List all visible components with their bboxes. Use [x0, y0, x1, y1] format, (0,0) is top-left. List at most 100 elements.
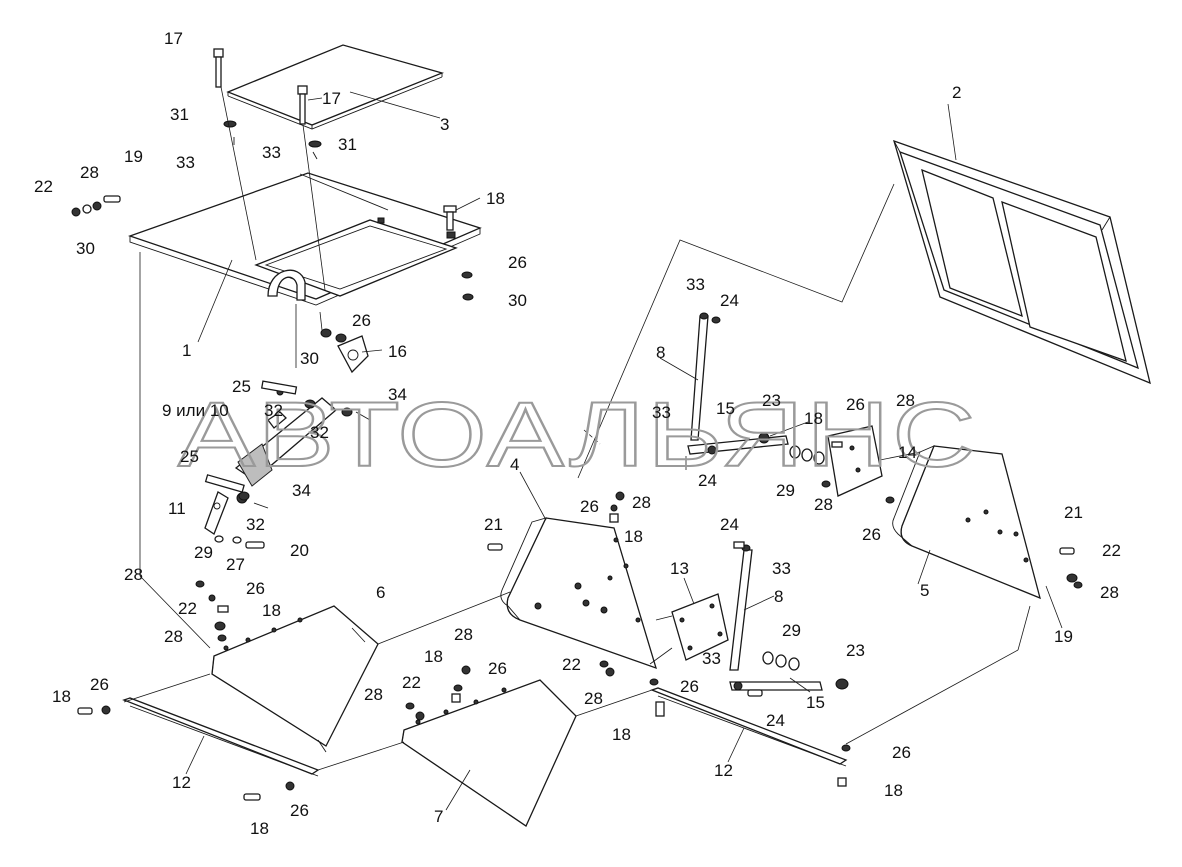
callout-label: 7 — [434, 807, 443, 826]
washer-27 — [232, 536, 242, 544]
washer-29-strut — [214, 535, 224, 543]
callout-label: 18 — [486, 189, 505, 208]
callout-label: 25 — [232, 377, 251, 396]
part-2-window-frame — [893, 139, 1151, 385]
callout-label: 28 — [896, 391, 915, 410]
callout-label: 28 — [80, 163, 99, 182]
part-5-right-panel — [892, 445, 1041, 600]
callout-label: 12 — [172, 773, 191, 792]
callout-label: 28 — [1100, 583, 1119, 602]
callout-label: 31 — [170, 105, 189, 124]
callout-label: 27 — [226, 555, 245, 574]
washer-31-left — [223, 120, 237, 128]
callout-label: 26 — [680, 677, 699, 696]
callout-label: 30 — [508, 291, 527, 310]
callout-label: 22 — [562, 655, 581, 674]
part-1-roof-panel — [128, 172, 482, 306]
callout-label: 33 — [702, 649, 721, 668]
callout-label: 28 — [584, 689, 603, 708]
part-12-right-strip — [650, 687, 848, 767]
callout-label: 30 — [76, 239, 95, 258]
watermark: АВТОАЛЬЯНС — [178, 384, 978, 486]
callout-label: 24 — [698, 471, 717, 490]
callout-label: 1 — [182, 341, 191, 360]
callout-label: 26 — [290, 801, 309, 820]
callout-label: 26 — [892, 743, 911, 762]
fastener-stack-left-roof — [71, 195, 121, 217]
callout-label: 26 — [90, 675, 109, 694]
callout-label: 9 или 10 — [162, 401, 229, 420]
pin-34-lower — [253, 502, 269, 509]
washers-29-lower — [762, 651, 800, 671]
callout-label: 28 — [454, 625, 473, 644]
nut-32-upper — [304, 399, 353, 417]
callout-label: 26 — [488, 659, 507, 678]
callout-label: 32 — [246, 515, 265, 534]
callout-label: 33 — [262, 143, 281, 162]
callout-label: 17 — [164, 29, 183, 48]
callout-label: 18 — [424, 647, 443, 666]
part-4-center-panel — [500, 517, 657, 670]
callout-label: 3 — [440, 115, 449, 134]
callout-label: 2 — [952, 83, 961, 102]
callout-label: 15 — [806, 693, 825, 712]
callout-label: 32 — [264, 401, 283, 420]
fasteners-lower-area — [77, 491, 851, 801]
callout-label: 23 — [762, 391, 781, 410]
callout-label: 33 — [686, 275, 705, 294]
bolt-17-center — [297, 85, 308, 125]
callout-label: 11 — [168, 499, 186, 518]
callout-label: 24 — [720, 291, 739, 310]
callout-label: 28 — [164, 627, 183, 646]
callout-label: 18 — [52, 687, 71, 706]
fasteners-21-22-28-right — [1059, 547, 1083, 589]
callout-label: 6 — [376, 583, 385, 602]
callout-label: 18 — [804, 409, 823, 428]
callout-label: 18 — [624, 527, 643, 546]
callout-label: 22 — [402, 673, 421, 692]
callout-label: 29 — [782, 621, 801, 640]
nut-23-lower — [835, 678, 849, 690]
callout-label: 30 — [300, 349, 319, 368]
callout-label: 19 — [124, 147, 143, 166]
callout-label: 28 — [364, 685, 383, 704]
callout-label: 16 — [388, 342, 407, 361]
callout-label: 22 — [1102, 541, 1121, 560]
callout-label: 15 — [716, 399, 735, 418]
callout-label: 18 — [250, 819, 269, 838]
callout-label: 12 — [714, 761, 733, 780]
callout-label: 26 — [508, 253, 527, 272]
callout-label: 24 — [766, 711, 785, 730]
callout-label: 22 — [178, 599, 197, 618]
callout-label: 22 — [34, 177, 53, 196]
callout-label: 5 — [920, 581, 929, 600]
callout-label: 26 — [862, 525, 881, 544]
washers-26-30-roof-center — [320, 328, 347, 343]
callout-label: 34 — [292, 481, 311, 500]
bolt-20 — [245, 541, 265, 549]
callout-label: 18 — [612, 725, 631, 744]
callout-label: 17 — [322, 89, 341, 108]
part-15-upper-link — [687, 432, 789, 455]
washers-29-upper — [789, 445, 825, 465]
callout-label: 32 — [310, 423, 329, 442]
bolt-17-left — [213, 48, 224, 88]
callout-label: 26 — [580, 497, 599, 516]
washers-26-30-roof-right — [461, 271, 474, 301]
part-11-bracket — [204, 491, 229, 535]
part-16-plate — [337, 335, 369, 374]
callout-label: 28 — [632, 493, 651, 512]
callout-label: 28 — [124, 565, 143, 584]
callout-label: 8 — [656, 343, 665, 362]
callout-label: 23 — [846, 641, 865, 660]
callout-label: 21 — [1064, 503, 1083, 522]
washer-31-right — [308, 140, 322, 148]
callout-label: 33 — [772, 559, 791, 578]
part-3-hatch-cover — [226, 44, 445, 130]
callout-label: 24 — [720, 515, 739, 534]
part-9-10-gas-strut — [204, 380, 337, 504]
callout-label: 29 — [194, 543, 213, 562]
callout-label: 29 — [776, 481, 795, 500]
callout-leaders — [185, 91, 1063, 811]
